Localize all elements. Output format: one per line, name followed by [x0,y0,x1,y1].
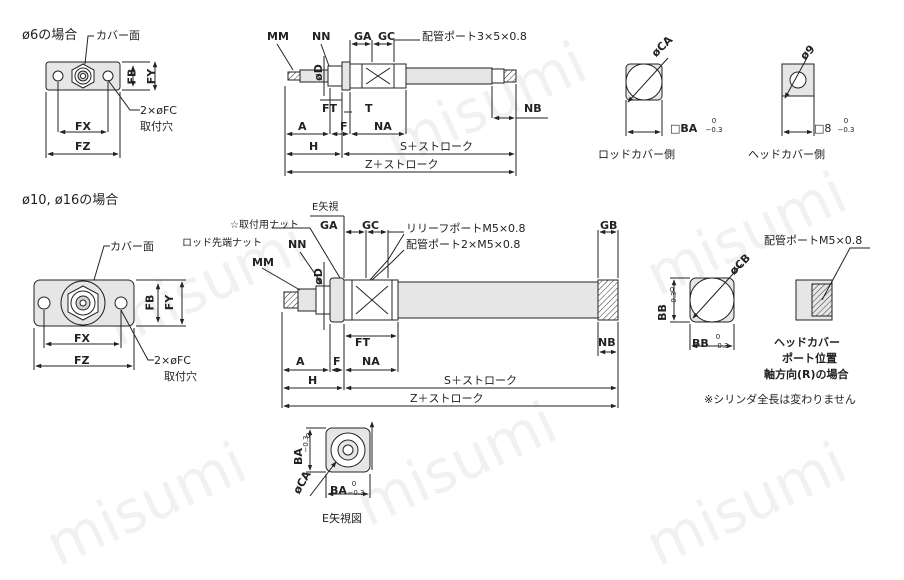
nn-label: NN [312,30,331,43]
cover-face-label: カバー面 [96,29,140,42]
fc-label-2: 2×øFC [154,354,191,367]
gb-label: GB [600,219,618,232]
e-view [306,421,375,498]
top-end-views [625,55,815,136]
sq8-tol-bot: −0.3 [837,126,855,134]
s-stroke-label: S＋ストローク [400,140,473,153]
bb-tol-bot-h: −0.3 [711,342,729,350]
ga-label-2: GA [320,219,338,232]
e-view-label: E矢視 [312,202,339,213]
nn-label-2: NN [288,238,307,251]
ft-label: FT [322,102,338,115]
mount-hole-label-2: 取付穴 [164,370,197,383]
ba-label: □BA [670,122,698,135]
fc-label: 2×øFC [140,104,177,117]
a-label: A [298,120,307,133]
d-label: øD [311,64,325,81]
fy-label-2: FY [163,294,177,311]
fb-label-2: FB [143,294,157,311]
mm-label: MM [267,30,289,43]
s-stroke-label-2: S＋ストローク [444,374,517,387]
ga-label: GA [354,30,372,43]
fb-label: FB [125,68,139,85]
e-ba-tol-bot-v: −0.3 [302,435,310,453]
bb-tol-top-v: 0 [669,286,675,294]
head-side-label: ヘッドカバー側 [748,148,825,161]
section-title-d6: ø6の場合 [22,28,78,43]
f-label: F [340,120,348,133]
section-title-d10-16: ø10, ø16の場合 [22,193,119,208]
rod-side-label: ロッドカバー側 [598,148,675,161]
fy-label: FY [145,68,159,85]
rod-end-nut-label: ロッド先端ナット [182,238,262,249]
mid-flange-view [33,245,186,370]
fx-label: FX [75,120,91,133]
technical-drawing [33,35,870,498]
head-cover-line1: ヘッドカバー [774,336,840,349]
e-ba-label-h: BA [330,484,347,497]
h-label: H [309,140,319,153]
mm-label-2: MM [252,256,274,269]
sq8-tol-top: 0 [843,117,849,125]
bb-tol-bot-v: −0.3 [670,291,678,309]
t-label: T [365,102,373,115]
head-cover-line2: ポート位置 [782,352,837,365]
cover-face-label-2: カバー面 [110,240,154,253]
nb-label: NB [524,102,542,115]
a-label-2: A [296,355,305,368]
e-ba-tol-top-v: 0 [305,432,311,440]
top-cylinder-view [276,39,548,176]
mid-cylinder-view [261,215,619,409]
port-label-right: 配管ポートM5×0.8 [764,234,863,247]
mid-end-view [670,247,870,350]
e-ba-tol-bot-h: −0.3 [347,489,365,497]
h-label-2: H [308,374,318,387]
fx-label-2: FX [74,332,90,345]
e-view-caption: E矢視図 [322,512,362,525]
top-flange-view [45,35,158,158]
f-label-2: F [333,355,341,368]
gc-label-2: GC [362,219,380,232]
mount-hole-label: 取付穴 [140,120,173,133]
na-label-2: NA [362,355,380,368]
bb-label-h: BB [692,337,709,350]
fz-label: FZ [75,140,91,153]
sq8-label: □8 [814,122,832,135]
ba-tol-bot: −0.3 [705,126,723,134]
e-ba-tol-top-h: 0 [351,480,357,488]
head-cover-line3: 軸方向(R)の場合 [764,368,849,381]
ft-label-2: FT [355,336,371,349]
fz-label-2: FZ [74,354,90,367]
bb-label-v: BB [655,304,669,321]
gc-label: GC [378,30,396,43]
na-label: NA [374,120,392,133]
z-stroke-label-2: Z＋ストローク [410,392,484,405]
nb-label-2: NB [598,336,616,349]
port-label-2: 配管ポート2×M5×0.8 [406,238,521,251]
z-stroke-label: Z＋ストローク [365,158,439,171]
mounting-nut-label: ☆取付用ナット [230,220,299,231]
bb-tol-top-h: 0 [715,333,721,341]
d-label-2: øD [311,268,325,285]
port-label: 配管ポート3×5×0.8 [422,30,527,43]
length-note: ※シリンダ全長は変わりません [704,393,856,406]
ba-tol-top: 0 [711,117,717,125]
relief-port-label: リリーフポートM5×0.8 [406,222,526,235]
drawing-canvas: misumi misumi misumi misumi misumi misum… [22,28,870,580]
